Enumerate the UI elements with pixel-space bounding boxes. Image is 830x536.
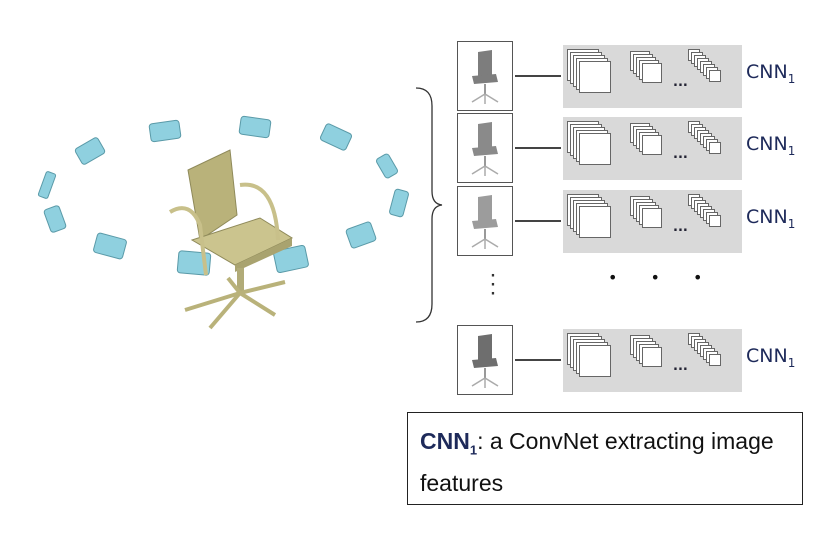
camera-icon xyxy=(37,115,409,276)
chair-view-thumbnail xyxy=(457,186,513,256)
feature-map-stack-icon xyxy=(709,354,721,366)
cnn-panel: ... xyxy=(563,190,742,253)
cnn-panel: ... xyxy=(563,329,742,392)
connector-line xyxy=(515,147,561,149)
cnn-panel: ... xyxy=(563,117,742,180)
chair-camera-scene xyxy=(37,115,409,330)
chair-view-thumbnail-icon xyxy=(471,334,499,388)
feature-map-stack-icon xyxy=(709,142,721,154)
cnn-label: CNN1 xyxy=(746,206,796,231)
cnn-term: CNN1 xyxy=(420,428,478,458)
cnn-panel: ... xyxy=(563,45,742,108)
chair-view-thumbnail xyxy=(457,113,513,183)
feature-map-stack-icon xyxy=(642,208,662,228)
feature-ellipsis: ... xyxy=(673,359,688,374)
cnn-label: CNN1 xyxy=(746,61,796,86)
feature-map-stack-icon xyxy=(709,70,721,82)
chair-view-thumbnail-icon xyxy=(471,195,499,249)
connector-line xyxy=(515,359,561,361)
horizontal-ellipsis: • • • xyxy=(608,268,717,287)
cnn-label: CNN1 xyxy=(746,345,796,370)
feature-map-stack-icon xyxy=(579,345,611,377)
chair-view-thumbnail-icon xyxy=(471,122,499,176)
connector-line xyxy=(515,220,561,222)
cnn-definition-box: CNN1: a ConvNet extracting image feature… xyxy=(407,412,803,505)
chair-view-thumbnail xyxy=(457,41,513,111)
feature-map-stack-icon xyxy=(579,206,611,238)
feature-ellipsis: ... xyxy=(673,220,688,235)
feature-map-stack-icon xyxy=(579,133,611,165)
cnn-definition: : a ConvNet extracting image features xyxy=(420,428,774,496)
feature-map-stack-icon xyxy=(642,135,662,155)
feature-ellipsis: ... xyxy=(673,75,688,90)
chair-3d-icon xyxy=(168,149,294,330)
feature-ellipsis: ... xyxy=(673,147,688,162)
cnn-label: CNN1 xyxy=(746,133,796,158)
feature-map-stack-icon xyxy=(642,347,662,367)
feature-map-stack-icon xyxy=(579,61,611,93)
feature-map-stack-icon xyxy=(642,63,662,83)
connector-line xyxy=(515,75,561,77)
vertical-ellipsis: ··· xyxy=(490,269,496,302)
chair-view-thumbnail-icon xyxy=(471,50,499,104)
chair-view-thumbnail xyxy=(457,325,513,395)
grouping-brace xyxy=(415,87,443,323)
feature-map-stack-icon xyxy=(709,215,721,227)
